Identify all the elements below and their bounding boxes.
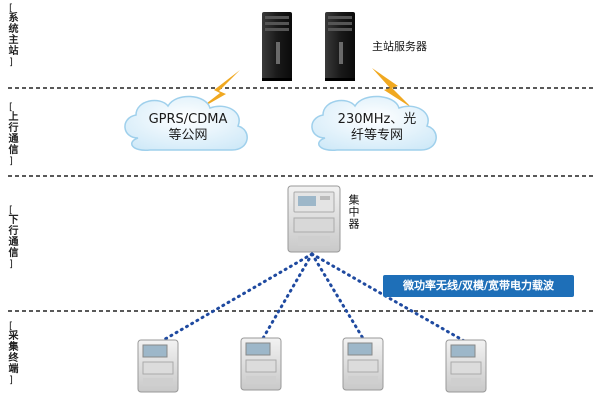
layer-label-text: 上行通信 — [6, 111, 17, 155]
layer-label-uplink: [ 上行通信 ] — [6, 102, 17, 167]
layer-label-downlink: [ 下行通信 ] — [6, 205, 17, 270]
lightning-icon — [198, 70, 240, 110]
lightning-icon — [372, 68, 412, 108]
cloud-label-line: 纤等专网 — [350, 128, 403, 143]
layer-label-master-station: [ 系统主站 ] — [6, 3, 17, 68]
downlink-connections — [158, 252, 468, 344]
dotted-link — [310, 252, 366, 342]
layer-label-text: 采集终端 — [6, 330, 17, 374]
cloud-label-line: 230MHz、光 — [337, 112, 417, 127]
comm-method-badge: 微功率无线/双模/宽带电力载波 — [383, 275, 574, 297]
meter-icon — [445, 339, 487, 393]
server-icon — [262, 12, 292, 81]
public-network-cloud — [124, 95, 248, 151]
private-network-label: 230MHz、光 纤等专网 — [326, 112, 428, 144]
meter-icon — [240, 337, 282, 391]
layer-label-text: 系统主站 — [6, 12, 17, 56]
cloud-label-line: 等公网 — [168, 128, 208, 143]
meter-icon — [137, 339, 179, 393]
dotted-link — [260, 252, 314, 342]
layer-label-text: 下行通信 — [6, 214, 17, 258]
private-network-cloud — [311, 95, 437, 151]
server-label: 主站服务器 — [372, 40, 427, 53]
layer-label-terminals: [ 采集终端 ] — [6, 321, 17, 386]
cloud-label-line: GPRS/CDMA — [148, 112, 228, 127]
dotted-link — [310, 252, 468, 344]
dotted-link — [158, 252, 314, 344]
public-network-label: GPRS/CDMA 等公网 — [140, 112, 236, 144]
server-icon — [325, 12, 355, 81]
concentrator-label: 集中器 — [347, 194, 360, 230]
concentrator-device-icon — [287, 185, 341, 253]
meter-icon — [342, 337, 384, 391]
